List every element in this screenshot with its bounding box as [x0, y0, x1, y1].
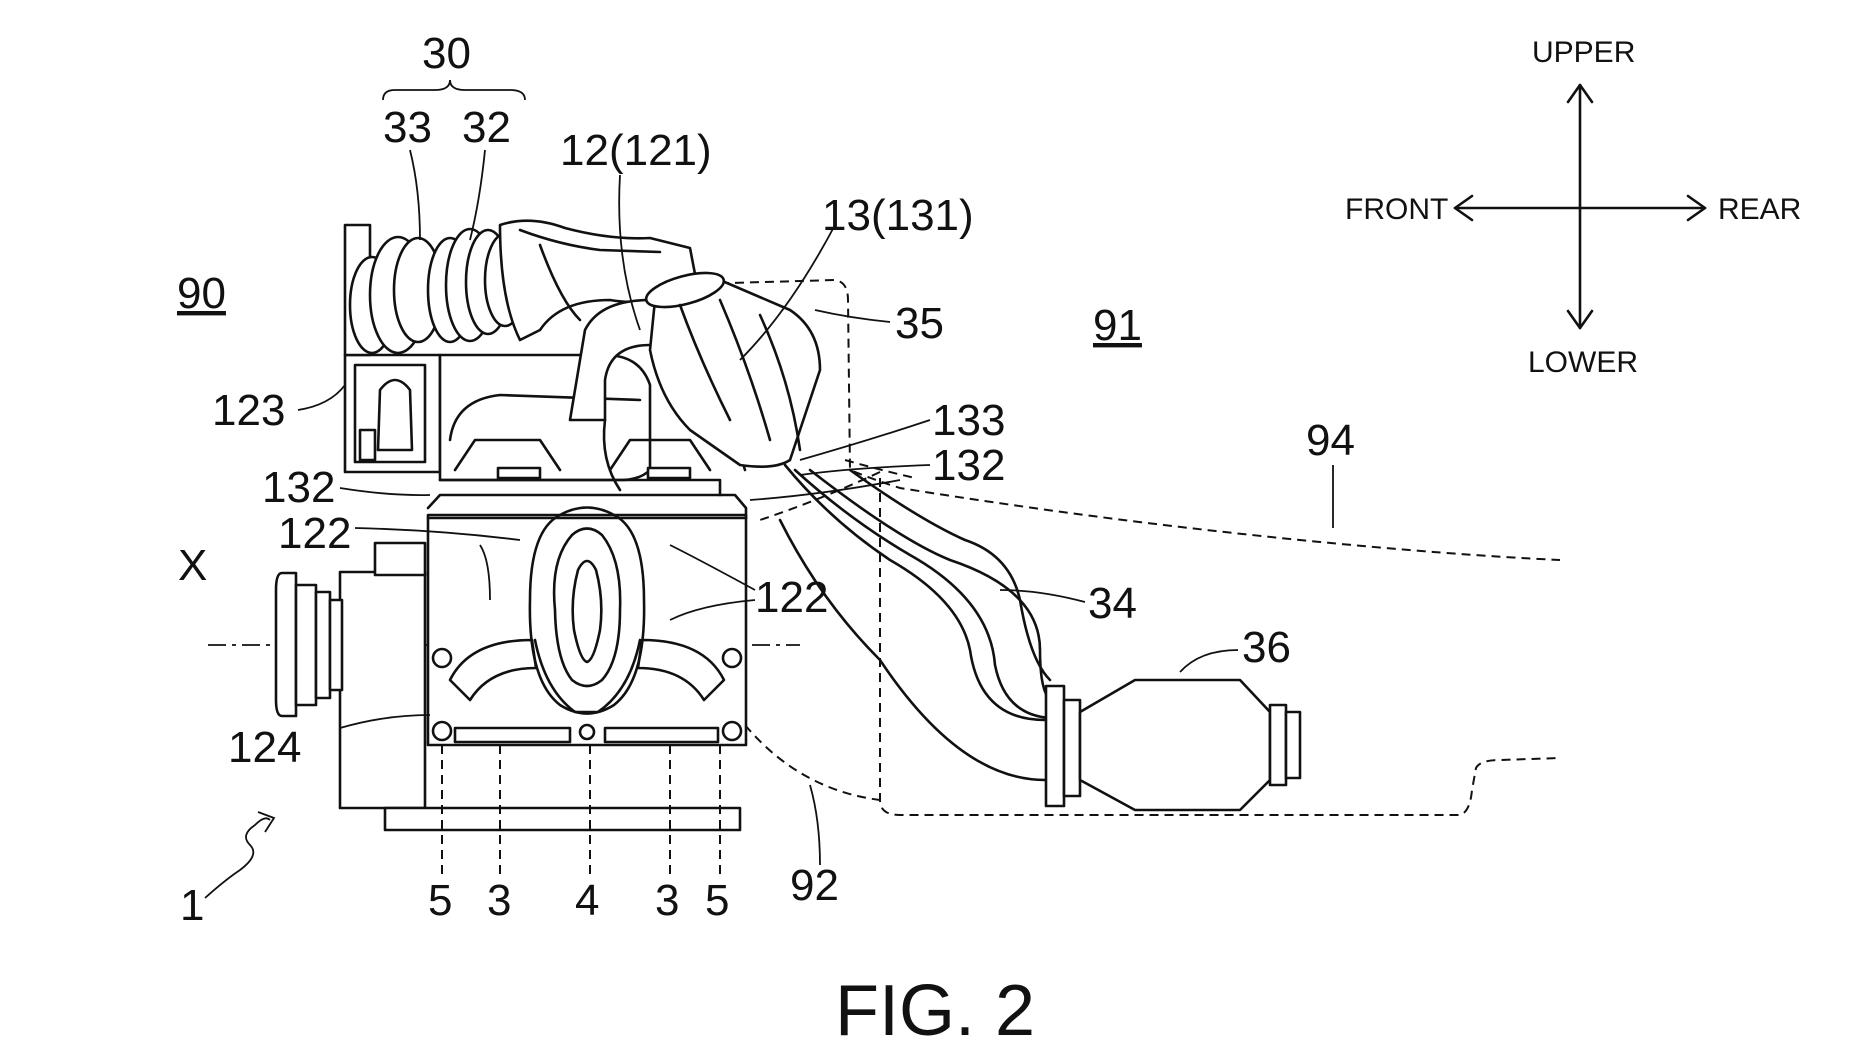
label-12-121: 12(121): [560, 126, 712, 175]
leader-lines: [204, 79, 1334, 899]
label-35: 35: [895, 299, 944, 348]
label-5-right: 5: [705, 876, 729, 925]
label-3-right: 3: [655, 876, 679, 925]
front-pulleys: [274, 571, 344, 718]
reference-numerals: 30 33 32 12(121) 13(131) 35 90 91 94 123…: [177, 29, 1355, 930]
direction-rear: REAR: [1718, 193, 1801, 226]
label-91: 91: [1093, 301, 1142, 350]
label-3-left: 3: [487, 876, 511, 925]
engine-body: [338, 493, 748, 832]
direction-lower: LOWER: [1528, 346, 1638, 379]
label-33: 33: [383, 103, 432, 152]
label-5-left: 5: [428, 876, 452, 925]
exhaust-pipes: [778, 463, 1052, 782]
label-132-left: 132: [262, 463, 335, 512]
label-122-right: 122: [755, 573, 828, 622]
label-4: 4: [575, 876, 599, 925]
label-124: 124: [228, 723, 301, 772]
direction-indicator: UPPER LOWER FRONT REAR: [1345, 36, 1801, 379]
label-X: X: [178, 541, 207, 590]
figure-caption: FIG. 2: [835, 971, 1035, 1048]
label-133: 133: [932, 396, 1005, 445]
label-123: 123: [212, 386, 285, 435]
direction-upper: UPPER: [1532, 36, 1635, 69]
label-36: 36: [1242, 623, 1291, 672]
label-132-right: 132: [932, 441, 1005, 490]
label-90: 90: [177, 269, 226, 318]
label-1: 1: [180, 881, 204, 930]
label-94: 94: [1306, 416, 1355, 465]
catalytic-converter-upper: [644, 271, 822, 468]
label-30: 30: [422, 29, 471, 78]
label-13-131: 13(131): [822, 191, 974, 240]
label-34: 34: [1088, 579, 1137, 628]
catalytic-converter-rear: [1044, 678, 1302, 812]
label-122-left: 122: [278, 509, 351, 558]
label-92: 92: [790, 861, 839, 910]
direction-front: FRONT: [1345, 193, 1448, 226]
label-32: 32: [462, 103, 511, 152]
